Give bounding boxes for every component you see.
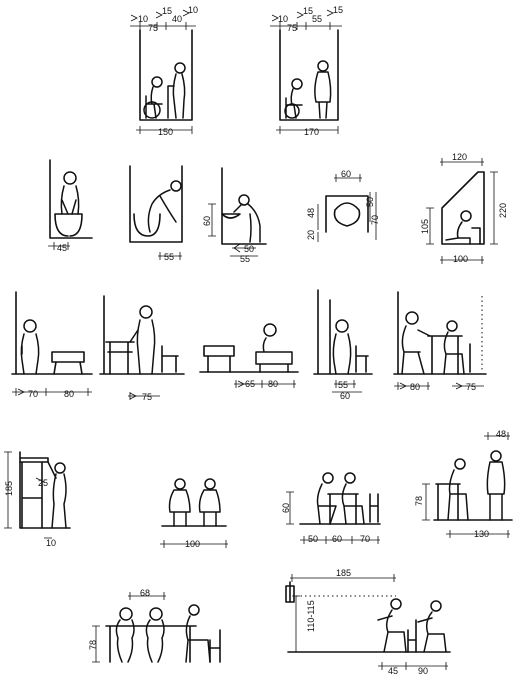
dim-label: 55 (164, 252, 174, 262)
dim-label: 48 (306, 208, 316, 218)
dim-label: 78 (88, 640, 98, 650)
dim-label: 70 (370, 215, 380, 225)
dim-label: 45 (57, 243, 67, 253)
dim-label: 60 (340, 391, 350, 401)
dim-label: 60 (332, 534, 342, 544)
dim-label: 75 (148, 23, 158, 33)
dim-label: 40 (172, 14, 182, 24)
dim-label: 20 (306, 230, 316, 240)
dim-label: 15 (303, 6, 313, 16)
dim-label: 10 (278, 14, 288, 24)
panel-toilet-sloped-ceiling: 120 220 105 100 (420, 152, 508, 264)
dim-label: 15 (162, 6, 172, 16)
dim-label: 65 (245, 379, 255, 389)
dim-label: 70 (360, 534, 370, 544)
dim-label: 78 (414, 496, 424, 506)
panel-seated-bench: 65 80 (199, 323, 299, 389)
panel-basin-plan: 60 50 70 48 20 (306, 169, 380, 242)
dim-label: 10 (138, 14, 148, 24)
panel-urinal-45: 45 (48, 159, 93, 253)
panel-wash-basin-kneeling-55: 55 (129, 165, 183, 262)
width-label: 170 (304, 127, 319, 137)
panel-table-chair: 75 (99, 295, 185, 402)
dim-label: 60 (341, 169, 351, 179)
dim-label: 80 (268, 379, 278, 389)
dim-label: 110-115 (306, 600, 316, 632)
panel-standing-counter-130: 48 78 130 (414, 429, 513, 539)
dim-label: 130 (474, 529, 489, 539)
panel-seated-serving-60: 60 50 60 70 (281, 472, 381, 544)
dim-label: 45 (388, 666, 398, 676)
dim-label: 75 (287, 23, 297, 33)
dim-label: 15 (333, 5, 343, 15)
dim-label: 25 (38, 478, 48, 488)
dim-label: 10 (46, 538, 56, 548)
dim-label: 75 (142, 392, 152, 402)
panel-dining-pair: 80 75 (393, 291, 487, 392)
height-label: 60 (202, 216, 212, 226)
panel-wheelchair-companion-170: 10 75 15 55 15 170 (270, 5, 343, 137)
dim-label: 105 (420, 219, 430, 234)
panel-seated-row-185: 185 110-115 45 90 (285, 568, 451, 676)
dim-label: 50 (244, 244, 254, 254)
width-label: 150 (158, 127, 173, 137)
dim-label: 55 (240, 254, 250, 264)
panel-wheelchair-walker-150: 10 75 15 40 10 150 (130, 5, 198, 137)
panel-two-standing-100: 100 (160, 478, 228, 549)
dim-label: 70 (28, 389, 38, 399)
panel-sink-bending-60: 60 50 55 (202, 167, 267, 264)
panel-table-group-78: 68 78 (88, 588, 221, 663)
dim-label: 100 (185, 539, 200, 549)
dim-label: 48 (496, 429, 506, 439)
panel-reach-shelf-185: 185 25 10 (4, 451, 71, 548)
dim-label: 50 (365, 197, 375, 207)
dim-label: 68 (140, 588, 150, 598)
panel-standing-bench: 70 80 (11, 291, 93, 399)
dim-label: 120 (452, 152, 467, 162)
dim-label: 185 (336, 568, 351, 578)
dim-label: 75 (466, 382, 476, 392)
dim-label: 220 (498, 203, 508, 218)
dim-label: 100 (453, 254, 468, 264)
dim-label: 90 (418, 666, 428, 676)
height-label: 60 (281, 503, 291, 513)
height-label: 185 (4, 481, 14, 496)
panel-wall-chair: 55 60 (313, 289, 373, 401)
dim-label: 50 (308, 534, 318, 544)
dim-label: 80 (64, 389, 74, 399)
dim-label: 80 (410, 382, 420, 392)
dim-label: 55 (338, 380, 348, 390)
dim-label: 55 (312, 14, 322, 24)
dim-label: 10 (188, 5, 198, 15)
